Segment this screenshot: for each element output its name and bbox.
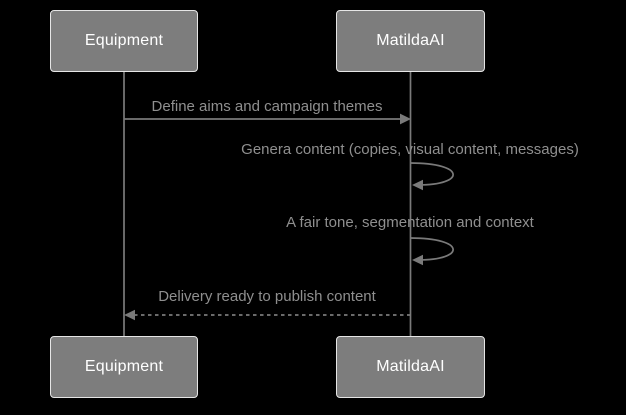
arrowhead-left-icon <box>412 254 423 266</box>
message-label-delivery-ready: Delivery ready to publish content <box>158 288 376 305</box>
actor-box-matildaai-top: MatildaAI <box>336 10 485 72</box>
message-label-genera-content: Genera content (copies, visual content, … <box>241 141 579 158</box>
actor-label: Equipment <box>84 358 164 375</box>
arrowhead-left-icon <box>124 309 135 321</box>
message-label-define-aims: Define aims and campaign themes <box>151 98 383 115</box>
message-label-fair-tone: A fair tone, segmentation and context <box>286 214 534 231</box>
arrowhead-left-icon <box>412 179 423 191</box>
arrowhead-right-icon <box>400 113 411 125</box>
actor-box-matildaai-bottom: MatildaAI <box>336 336 485 398</box>
actor-label: Equipment <box>84 32 164 49</box>
actor-label: MatildaAI <box>376 358 445 375</box>
self-loop-fair-tone <box>410 237 454 261</box>
self-loop-genera-content <box>410 162 454 186</box>
actor-label: MatildaAI <box>376 32 445 49</box>
actor-box-equipment-top: Equipment <box>50 10 198 72</box>
actor-box-equipment-bottom: Equipment <box>50 336 198 398</box>
